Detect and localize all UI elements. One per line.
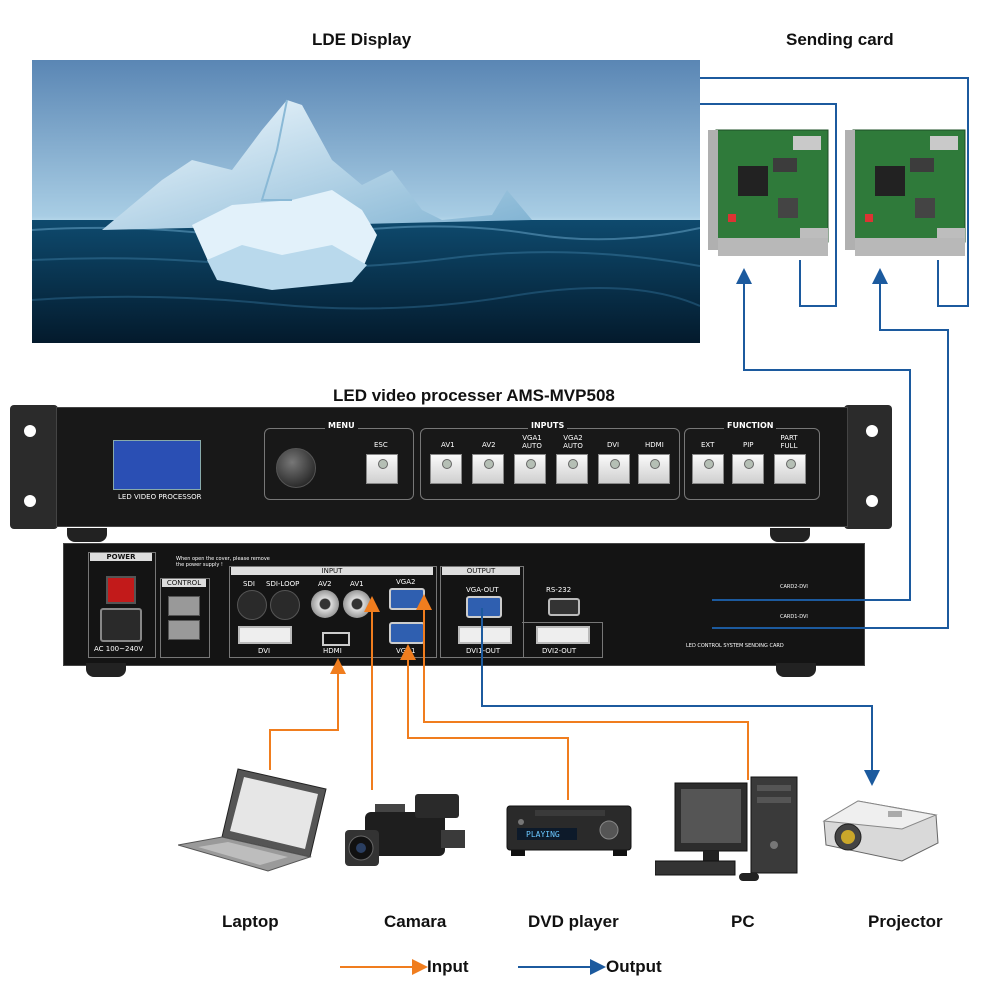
- ext-button[interactable]: [692, 454, 724, 484]
- power-section: [88, 552, 156, 658]
- card1-dvi-label: CARD1-DVI: [780, 614, 808, 620]
- esc-label: ESC: [374, 441, 388, 449]
- sending-card-label: Sending card: [786, 30, 894, 49]
- btn-label-av2: AV2: [482, 441, 496, 449]
- menu-label: MENU: [325, 421, 358, 430]
- line-card1-dvi: [712, 268, 949, 629]
- line-pc-vga2: [416, 594, 749, 780]
- dvd-player-image: [506, 805, 632, 856]
- port-label-vga-out: VGA-OUT: [466, 586, 499, 594]
- port-label-vga2: VGA2: [396, 578, 416, 586]
- line-vga-out-projector: [481, 608, 880, 786]
- sdi-loop-port[interactable]: [270, 590, 300, 620]
- btn-label-ext: EXT: [701, 441, 715, 449]
- inputs-label: INPUTS: [528, 421, 568, 430]
- av1-button[interactable]: [430, 454, 462, 484]
- dvi2-out-port[interactable]: [536, 626, 590, 644]
- warning-text: When open the cover, please remove the p…: [176, 556, 270, 568]
- rs232-port[interactable]: [548, 598, 580, 616]
- sending-card-caption: LED CONTROL SYSTEM SENDING CARD: [686, 643, 784, 649]
- hdmi-port[interactable]: [322, 632, 350, 646]
- projector-image: [822, 800, 939, 862]
- btn-label-hdmi: HDMI: [645, 441, 664, 449]
- sending-card-2: [845, 129, 966, 256]
- port-label-av2: AV2: [318, 580, 332, 588]
- card2-dvi-label: CARD2-DVI: [780, 584, 808, 590]
- part-full-button[interactable]: [774, 454, 806, 484]
- line-display-card2: [700, 77, 969, 307]
- btn-label-vga1: VGA1 AUTO: [522, 434, 542, 450]
- hdmi-button[interactable]: [638, 454, 670, 484]
- laptop-image: [178, 768, 327, 872]
- line-dvd-vga1: [400, 644, 569, 800]
- btn-label-pip: PIP: [743, 441, 754, 449]
- control-rj45-2[interactable]: [168, 620, 200, 640]
- port-label-rs232: RS-232: [546, 586, 572, 594]
- camera-image: [345, 794, 465, 866]
- output-section-title: OUTPUT: [442, 567, 520, 575]
- line-card2-dvi: [712, 268, 911, 601]
- power-rating: AC 100~240V: [94, 645, 144, 653]
- front-lcd-caption: LED VIDEO PROCESSOR: [118, 493, 202, 501]
- power-label: POWER: [90, 553, 152, 561]
- port-label-hdmi: HDMI: [323, 647, 342, 655]
- power-socket[interactable]: [100, 608, 142, 642]
- pip-button[interactable]: [732, 454, 764, 484]
- port-label-av1: AV1: [350, 580, 364, 588]
- dvi-button[interactable]: [598, 454, 630, 484]
- dvd-screen-text: PLAYING: [526, 830, 560, 839]
- led-display-image: [32, 60, 700, 343]
- control-section: [160, 578, 210, 658]
- esc-button[interactable]: [366, 454, 398, 484]
- device-label-projector: Projector: [868, 912, 943, 931]
- av2-port[interactable]: [311, 590, 339, 618]
- vga1-button[interactable]: [514, 454, 546, 484]
- port-label-sdi-loop: SDI-LOOP: [266, 580, 300, 588]
- output-section-2: [522, 622, 603, 658]
- dvi-in-port[interactable]: [238, 626, 292, 644]
- btn-label-vga2: VGA2 AUTO: [563, 434, 583, 450]
- control-rj45-1[interactable]: [168, 596, 200, 616]
- menu-knob[interactable]: [276, 448, 316, 488]
- device-label-dvd: DVD player: [528, 912, 619, 931]
- function-label: FUNCTION: [724, 421, 777, 430]
- btn-label-dvi: DVI: [607, 441, 620, 449]
- sending-card-1: [708, 129, 829, 256]
- vga2-button[interactable]: [556, 454, 588, 484]
- dvi1-out-port[interactable]: [458, 626, 512, 644]
- control-label: CONTROL: [162, 579, 206, 587]
- input-section: [229, 566, 437, 658]
- port-label-dvi: DVI: [258, 647, 271, 655]
- device-label-camera: Camara: [384, 912, 447, 931]
- line-laptop-hdmi: [269, 658, 346, 770]
- vga-out-port[interactable]: [466, 596, 502, 618]
- processor-title: LED video processer AMS-MVP508: [333, 386, 615, 405]
- line-display-card1: [700, 103, 837, 307]
- device-label-laptop: Laptop: [222, 912, 279, 931]
- port-label-dvi2-out: DVI2-OUT: [542, 647, 577, 655]
- legend-output-label: Output: [606, 957, 662, 976]
- legend-input-label: Input: [427, 957, 469, 976]
- input-section-title: INPUT: [231, 567, 433, 575]
- av2-button[interactable]: [472, 454, 504, 484]
- front-lcd-screen: [113, 440, 201, 490]
- btn-label-part-full: PART FULL: [780, 434, 798, 450]
- port-label-sdi: SDI: [243, 580, 255, 588]
- pc-image: [655, 776, 798, 881]
- btn-label-av1: AV1: [441, 441, 455, 449]
- sdi-port[interactable]: [237, 590, 267, 620]
- port-label-dvi1-out: DVI1-OUT: [466, 647, 501, 655]
- device-label-pc: PC: [731, 912, 755, 931]
- power-switch[interactable]: [106, 576, 136, 604]
- led-display-label: LDE Display: [312, 30, 412, 49]
